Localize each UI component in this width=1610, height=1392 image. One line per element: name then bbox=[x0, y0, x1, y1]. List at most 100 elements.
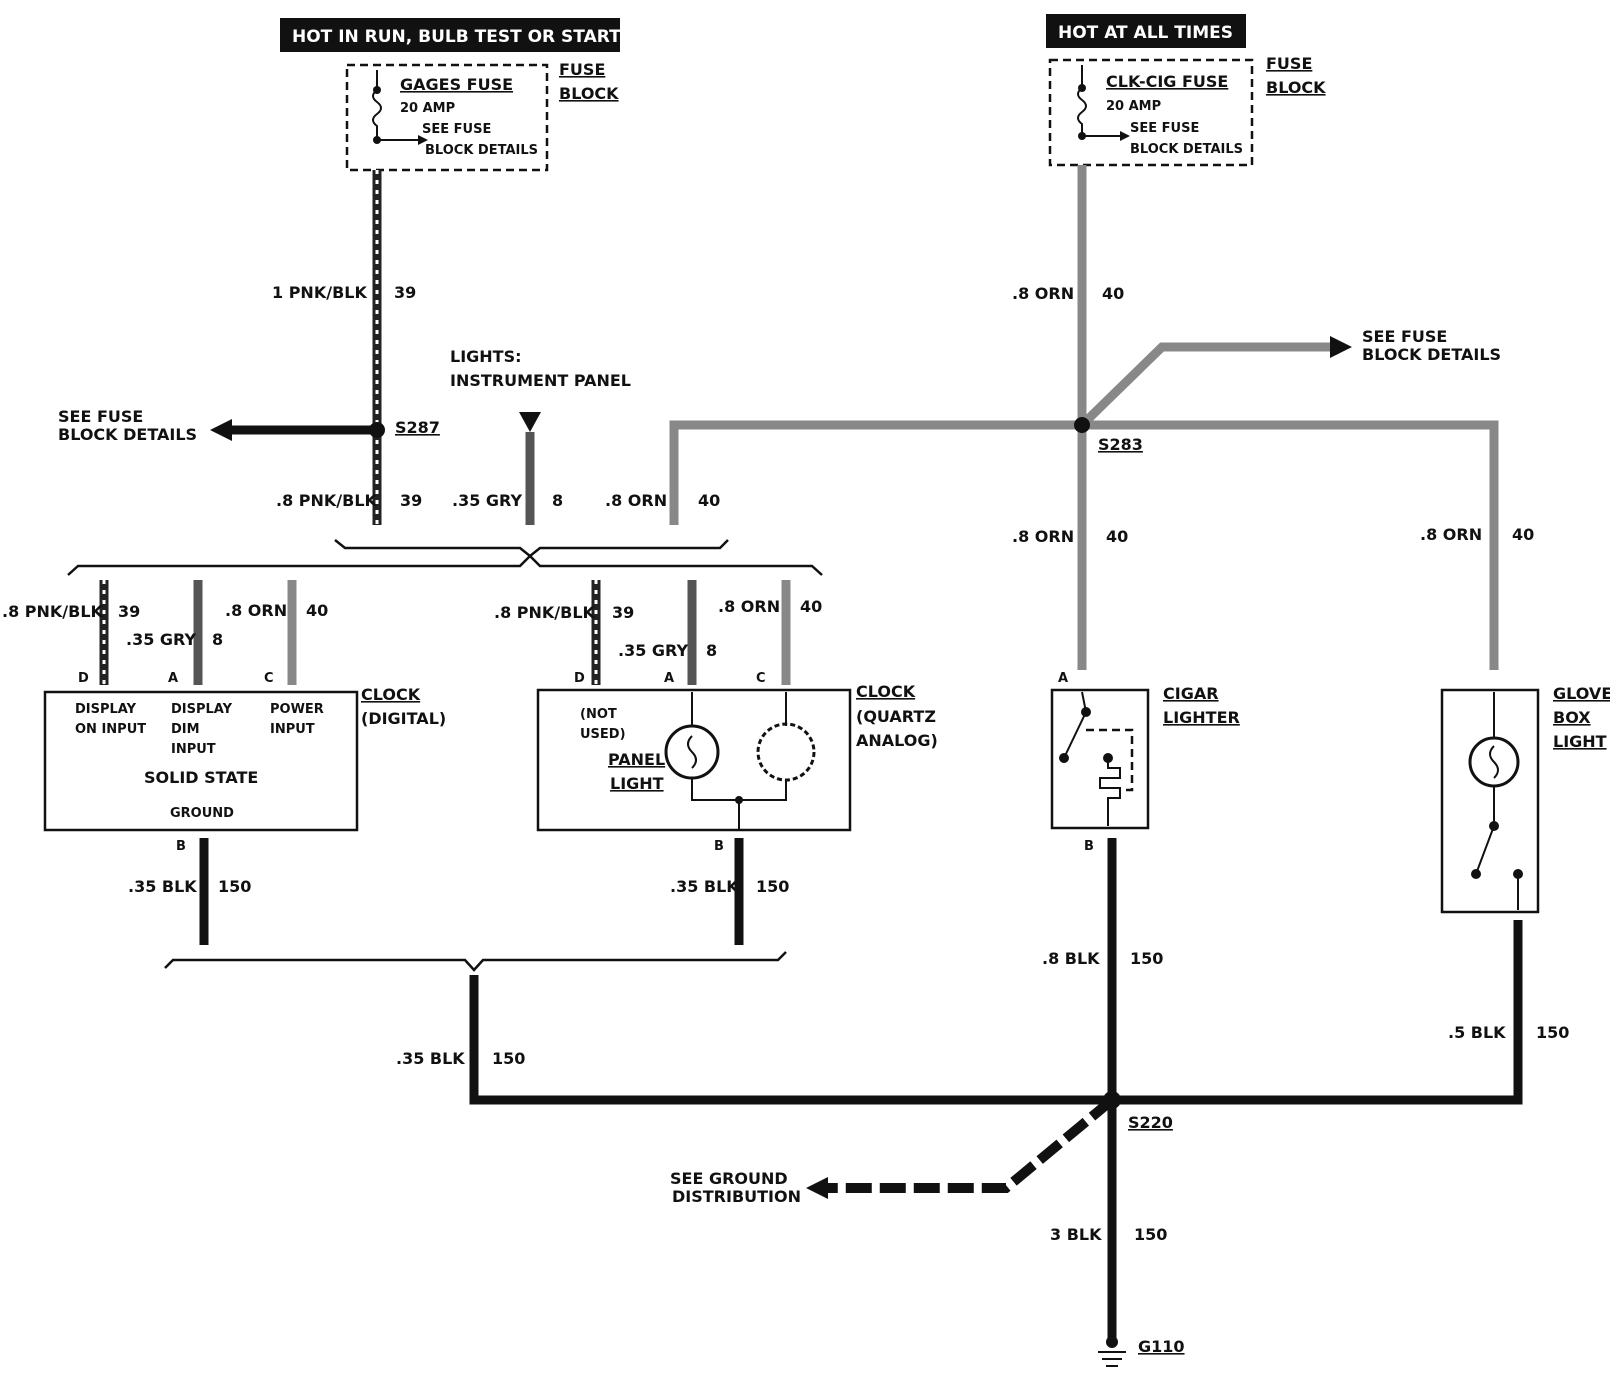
clkcig-fuse-rating: 20 AMP bbox=[1106, 99, 1161, 114]
gages-fuse-name: GAGES FUSE bbox=[400, 75, 513, 94]
splice-s287-dot bbox=[369, 422, 385, 438]
wire-label-dig-orn: .8 ORN bbox=[225, 601, 287, 620]
clock-dial-icon bbox=[756, 722, 816, 782]
glove-dot1 bbox=[1489, 821, 1499, 831]
dig-p2c: INPUT bbox=[171, 742, 216, 757]
dig-solid: SOLID STATE bbox=[144, 768, 258, 787]
wire-label-dig-gry: .35 GRY bbox=[126, 630, 196, 649]
wire-label-orn-glove: .8 ORN bbox=[1420, 525, 1482, 544]
wire-label-gry-top: .35 GRY bbox=[452, 491, 522, 510]
clkcig-fuse-see1: SEE FUSE bbox=[1130, 121, 1199, 136]
clkcig-fuse-dot2 bbox=[1078, 132, 1086, 140]
wire-label-40-top: 40 bbox=[1102, 284, 1124, 303]
dig-p2b: DIM bbox=[171, 722, 200, 737]
dig-p1a: DISPLAY bbox=[75, 702, 137, 717]
wire-label-40-glove: 40 bbox=[1512, 525, 1534, 544]
pin-ana-a: A bbox=[664, 671, 674, 686]
clkcig-fuse-name: CLK-CIG FUSE bbox=[1106, 72, 1228, 91]
clkcig-fuse-dot1 bbox=[1078, 84, 1086, 92]
gages-fuse-dot2 bbox=[373, 136, 381, 144]
ana-notused-2: USED) bbox=[580, 727, 626, 742]
gages-fuse-dot1 bbox=[373, 86, 381, 94]
clock-analog-title-1: CLOCK bbox=[856, 682, 916, 701]
wire-label-clocks-150: 150 bbox=[492, 1049, 525, 1068]
pin-ana-c: C bbox=[756, 671, 766, 686]
wire-label-main-150: 150 bbox=[1134, 1225, 1167, 1244]
fuse-block-label-right-1: FUSE bbox=[1266, 54, 1312, 73]
pin-dig-d: D bbox=[78, 671, 89, 686]
header-left: HOT IN RUN, BULB TEST OR START bbox=[292, 27, 621, 47]
ground-g110-dot bbox=[1106, 1336, 1118, 1348]
glove-title-3: LIGHT bbox=[1553, 732, 1607, 751]
brace-ground bbox=[164, 951, 787, 972]
splice-s283-dot bbox=[1074, 417, 1090, 433]
arrow-left-fuse bbox=[210, 419, 232, 441]
glove-title-1: GLOVE bbox=[1553, 684, 1610, 703]
header-right-box bbox=[1046, 14, 1246, 48]
glove-dot2 bbox=[1471, 869, 1481, 879]
clkcig-fuse-see2: BLOCK DETAILS bbox=[1130, 142, 1243, 157]
dig-ground: GROUND bbox=[170, 806, 234, 821]
wire-orn-fuse-branch bbox=[1078, 342, 1330, 429]
ref-fuse-left-1: SEE FUSE bbox=[58, 407, 143, 426]
clkcig-fuse-element bbox=[1077, 65, 1087, 136]
wire-label-ana-150: 150 bbox=[756, 877, 789, 896]
wire-label-orn-top: .8 ORN bbox=[1012, 284, 1074, 303]
ref-fuse-right-1: SEE FUSE bbox=[1362, 327, 1447, 346]
fuse-block-label-left-1: FUSE bbox=[559, 60, 605, 79]
wire-label-ana-pnk: .8 PNK/BLK bbox=[494, 603, 596, 622]
pin-cigar-b: B bbox=[1084, 839, 1094, 854]
ref-ground-2: DISTRIBUTION bbox=[672, 1187, 801, 1206]
wire-label-dig-40: 40 bbox=[306, 601, 328, 620]
dig-p3b: INPUT bbox=[270, 722, 315, 737]
glove-box-light-box bbox=[1440, 688, 1540, 914]
dig-p2a: DISPLAY bbox=[171, 702, 233, 717]
wire-label-main-blk: 3 BLK bbox=[1050, 1225, 1102, 1244]
wire-label-ana-8: 8 bbox=[706, 641, 717, 660]
ref-lights-1: LIGHTS: bbox=[450, 347, 522, 366]
dig-p3a: POWER bbox=[270, 702, 324, 717]
gages-fuse-box bbox=[345, 63, 549, 172]
panel-light-1: PANEL bbox=[608, 750, 665, 769]
gages-fuse-rating: 20 AMP bbox=[400, 101, 455, 116]
clock-analog-title-3: ANALOG) bbox=[856, 731, 938, 750]
glove-bulb-filament bbox=[1489, 745, 1499, 779]
clock-digital-title-2: (DIGITAL) bbox=[361, 709, 446, 728]
wire-label-40-cigar: 40 bbox=[1106, 527, 1128, 546]
glove-title-2: BOX bbox=[1553, 708, 1591, 727]
gages-fuse-see2: BLOCK DETAILS bbox=[425, 143, 538, 158]
wire-label-ana-orn: .8 ORN bbox=[718, 597, 780, 616]
splice-s220: S220 bbox=[1128, 1113, 1173, 1132]
pin-dig-c: C bbox=[264, 671, 274, 686]
pin-cigar-a: A bbox=[1058, 671, 1068, 686]
clock-digital-box bbox=[43, 690, 359, 832]
ref-ground-1: SEE GROUND bbox=[670, 1169, 788, 1188]
arrow-ground-dist bbox=[806, 1177, 828, 1199]
wire-label-dig-8: 8 bbox=[212, 630, 223, 649]
wire-label-pnk08-top: .8 PNK/BLK bbox=[276, 491, 378, 510]
gages-fuse-arrow-head bbox=[418, 135, 428, 145]
panel-light-filament bbox=[687, 735, 697, 769]
clkcig-fuse-box bbox=[1048, 58, 1254, 167]
lights-arrow bbox=[519, 412, 541, 432]
wire-label-dig-150: 150 bbox=[218, 877, 251, 896]
wire-clocks-gnd bbox=[469, 975, 1112, 1105]
ana-ground-dot bbox=[735, 796, 743, 804]
wire-label-1pnk: 1 PNK/BLK bbox=[272, 283, 367, 302]
ground-g110: G110 bbox=[1138, 1337, 1185, 1356]
ana-notused-1: (NOT bbox=[580, 707, 617, 722]
wire-label-dig-pnk: .8 PNK/BLK bbox=[2, 602, 104, 621]
clock-analog-title-2: (QUARTZ bbox=[856, 707, 936, 726]
wire-label-ana-40: 40 bbox=[800, 597, 822, 616]
cigar-switch bbox=[1063, 691, 1088, 759]
brace-top-big bbox=[67, 554, 823, 576]
wire-label-8-top: 8 bbox=[552, 491, 563, 510]
wire-label-cigar-blk: .8 BLK bbox=[1042, 949, 1100, 968]
clock-digital-title-1: CLOCK bbox=[361, 685, 421, 704]
clkcig-fuse-arrow-head bbox=[1120, 131, 1130, 141]
header-right: HOT AT ALL TIMES bbox=[1058, 23, 1233, 43]
pin-ana-d: D bbox=[574, 671, 585, 686]
gages-fuse-element bbox=[372, 70, 382, 140]
cigar-dot2 bbox=[1059, 753, 1069, 763]
